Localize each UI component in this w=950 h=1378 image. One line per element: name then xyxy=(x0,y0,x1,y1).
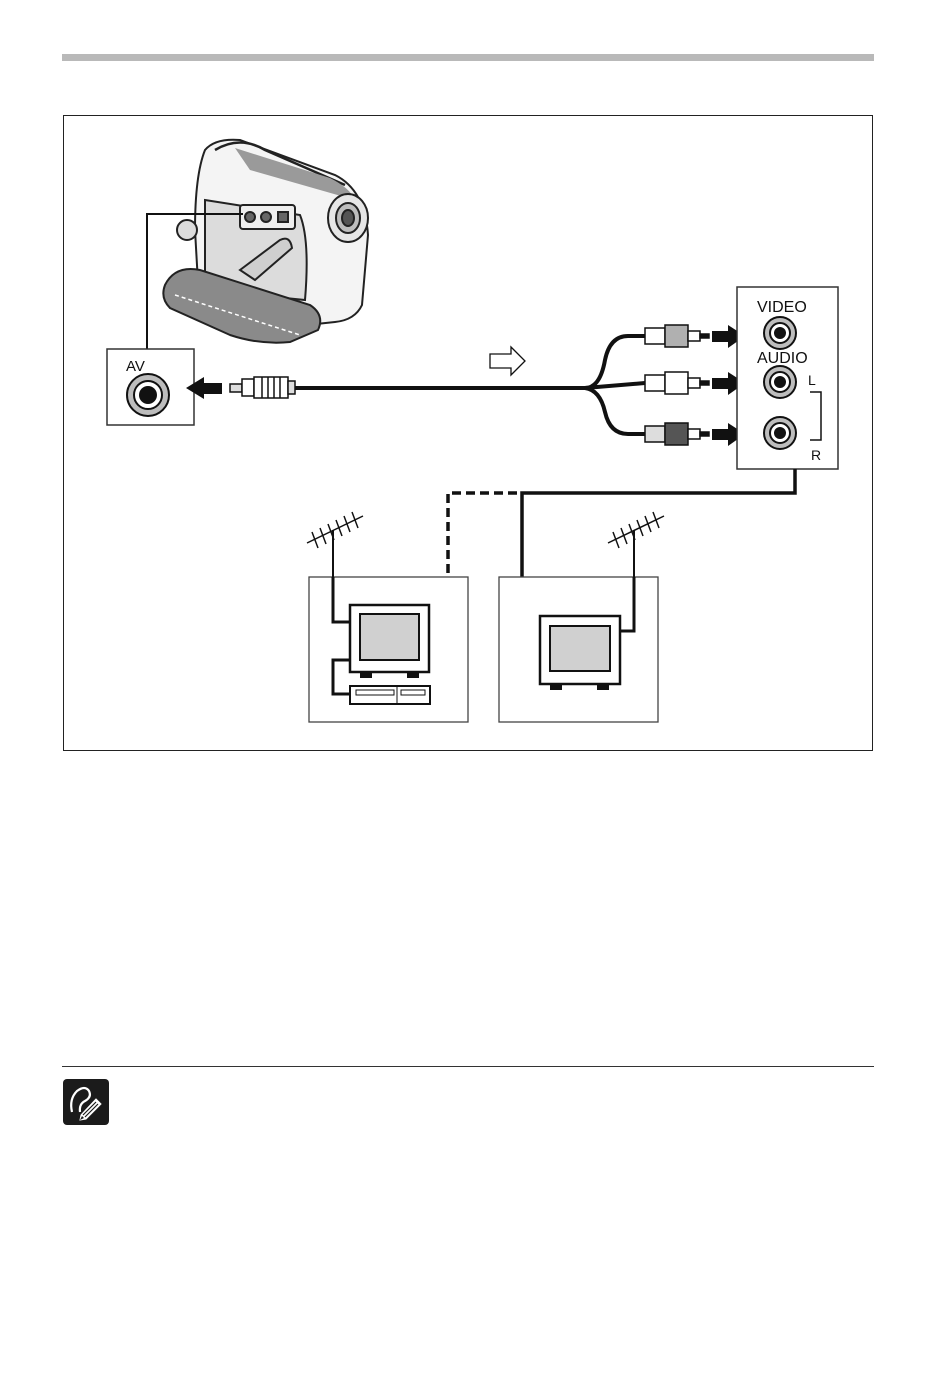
audio-left-label: L xyxy=(808,373,816,387)
pencil-note-icon xyxy=(63,1079,109,1125)
audio-right-jack xyxy=(764,417,796,449)
audio-left-jack xyxy=(764,366,796,398)
note-divider xyxy=(62,1066,874,1067)
video-jack xyxy=(764,317,796,349)
av-cable xyxy=(295,336,645,434)
audio-jack-label: AUDIO xyxy=(757,351,808,367)
mini-plug xyxy=(230,377,295,398)
video-jack-label: VIDEO xyxy=(757,300,807,316)
antenna-icon xyxy=(608,512,664,577)
rca-plug-audio-left xyxy=(645,372,709,394)
av-jack-label: AV xyxy=(126,359,145,374)
tv-icon xyxy=(540,616,620,690)
tv-vcr-setup xyxy=(307,512,468,722)
camcorder-illustration xyxy=(163,140,368,343)
rca-plug-audio-right xyxy=(645,423,709,445)
av-jack-box xyxy=(107,349,194,425)
antenna-icon xyxy=(307,512,363,577)
rca-plug-video xyxy=(645,325,709,347)
audio-right-label: R xyxy=(811,448,821,462)
hollow-arrow-icon xyxy=(490,347,525,375)
tv-icon xyxy=(350,605,429,678)
vcr-icon xyxy=(350,686,430,704)
